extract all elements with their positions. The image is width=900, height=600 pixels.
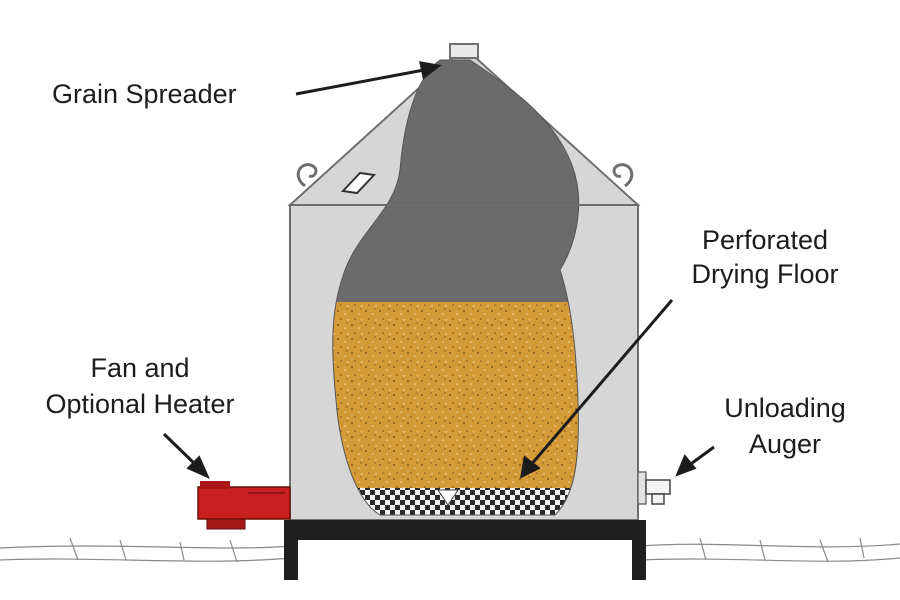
roof-vent [340, 171, 377, 195]
fan-heater-unit [197, 481, 291, 530]
base-stand [284, 520, 646, 580]
grain-mass [332, 302, 579, 488]
grain-spreader-arrow [295, 61, 442, 96]
fan-heater-label-line2: Optional Heater [45, 389, 235, 419]
fan-heater-arrow [162, 432, 210, 479]
unloading-auger-label-line1: Unloading [724, 393, 846, 423]
perforated-floor-arrow [520, 299, 674, 479]
perforated-floor-label-line2: Drying Floor [691, 259, 839, 289]
ground-line [0, 537, 900, 563]
unloading-auger-label-line2: Auger [748, 429, 822, 459]
spreader-cap [449, 43, 479, 59]
auger-inlet [437, 489, 459, 506]
grain-spreader-label: Grain Spreader [52, 79, 237, 109]
unloading-auger [637, 471, 671, 505]
perforated-floor-label-line1: Perforated [701, 225, 829, 255]
fan-heater-label-line1: Fan and [90, 353, 190, 383]
roof-hook-right [612, 163, 634, 188]
auger-arrow [675, 445, 715, 477]
roof-hook-left [296, 163, 318, 188]
